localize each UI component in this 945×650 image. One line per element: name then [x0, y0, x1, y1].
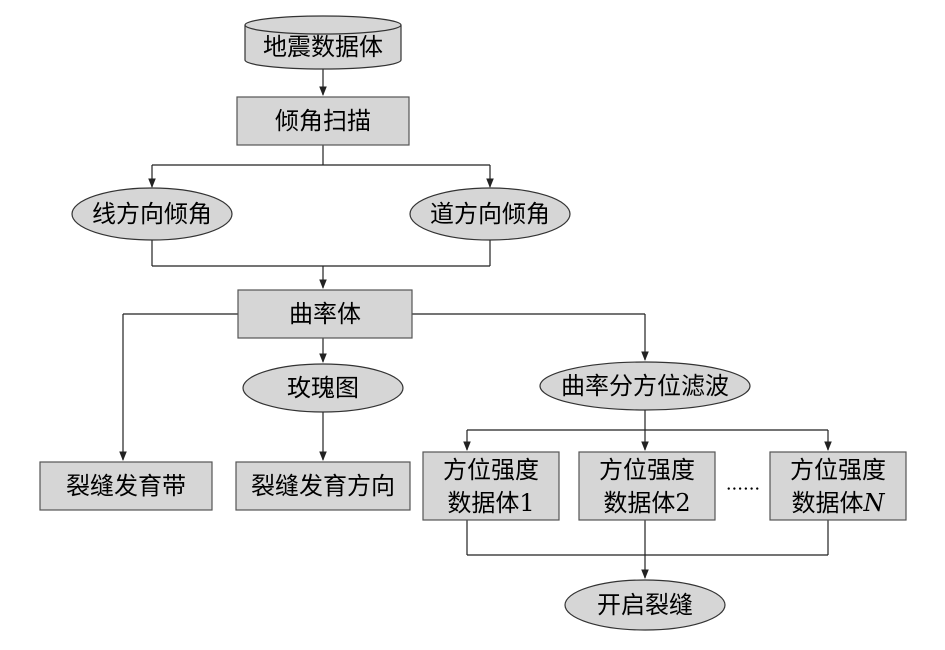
- azimuth-filter-label: 曲率分方位滤波: [561, 372, 729, 400]
- az-volume-1-line1: 方位强度: [443, 456, 539, 484]
- azimuth-filter-ellipse: [539, 361, 751, 411]
- crossline-dip-node: 道方向倾角: [409, 187, 571, 241]
- az-volume-2-node: 方位强度 数据体2: [578, 451, 716, 521]
- fracture-zone-box: [39, 461, 213, 511]
- dip-scan-node: 倾角扫描: [236, 96, 410, 146]
- az-volume-1-node: 方位强度 数据体1: [422, 451, 560, 521]
- fracture-zone-node: 裂缝发育带: [39, 461, 213, 511]
- rose-diagram-node: 玫瑰图: [242, 363, 404, 413]
- dip-scan-label: 倾角扫描: [275, 107, 371, 135]
- az-volume-n-line2-prefix: 数据体: [792, 489, 864, 517]
- fracture-direction-box: [235, 461, 411, 511]
- inline-dip-node: 线方向倾角: [71, 187, 233, 241]
- az-volume-n-box: [769, 451, 907, 521]
- open-fractures-ellipse: [564, 579, 726, 631]
- dip-scan-box: [236, 96, 410, 146]
- az-volume-1-line2: 数据体1: [447, 489, 534, 517]
- az-volume-n-node: 方位强度 数据体N: [769, 451, 907, 521]
- open-fractures-node: 开启裂缝: [564, 579, 726, 631]
- crossline-dip-ellipse: [409, 187, 571, 241]
- curvature-volume-node: 曲率体: [237, 289, 413, 339]
- inline-dip-label: 线方向倾角: [92, 200, 212, 228]
- inline-dip-ellipse: [71, 187, 233, 241]
- az-volume-2-line1: 方位强度: [599, 456, 695, 484]
- fracture-direction-node: 裂缝发育方向: [235, 461, 411, 511]
- fracture-zone-label: 裂缝发育带: [66, 472, 186, 500]
- az-volume-2-line2: 数据体2: [603, 489, 690, 517]
- az-volume-n-line2-suffix: N: [863, 489, 886, 517]
- azimuth-filter-node: 曲率分方位滤波: [539, 361, 751, 411]
- crossline-dip-label: 道方向倾角: [430, 200, 550, 228]
- seismic-volume-label: 地震数据体: [263, 33, 383, 61]
- seismic-volume-node: 地震数据体: [244, 15, 402, 70]
- rose-diagram-ellipse: [242, 363, 404, 413]
- cylinder-top: [244, 15, 402, 35]
- az-volume-1-box: [422, 451, 560, 521]
- fracture-direction-label: 裂缝发育方向: [251, 472, 395, 500]
- az-volume-2-box: [578, 451, 716, 521]
- az-volume-n-line1: 方位强度: [790, 456, 886, 484]
- open-fractures-label: 开启裂缝: [597, 591, 693, 619]
- ellipsis-text: ......: [726, 474, 760, 495]
- connectors: [119, 67, 832, 579]
- curvature-volume-label: 曲率体: [289, 300, 361, 328]
- cylinder-body: [244, 25, 402, 70]
- az-volume-n-line2: 数据体N: [792, 489, 886, 517]
- rose-diagram-label: 玫瑰图: [287, 374, 359, 402]
- curvature-volume-box: [237, 289, 413, 339]
